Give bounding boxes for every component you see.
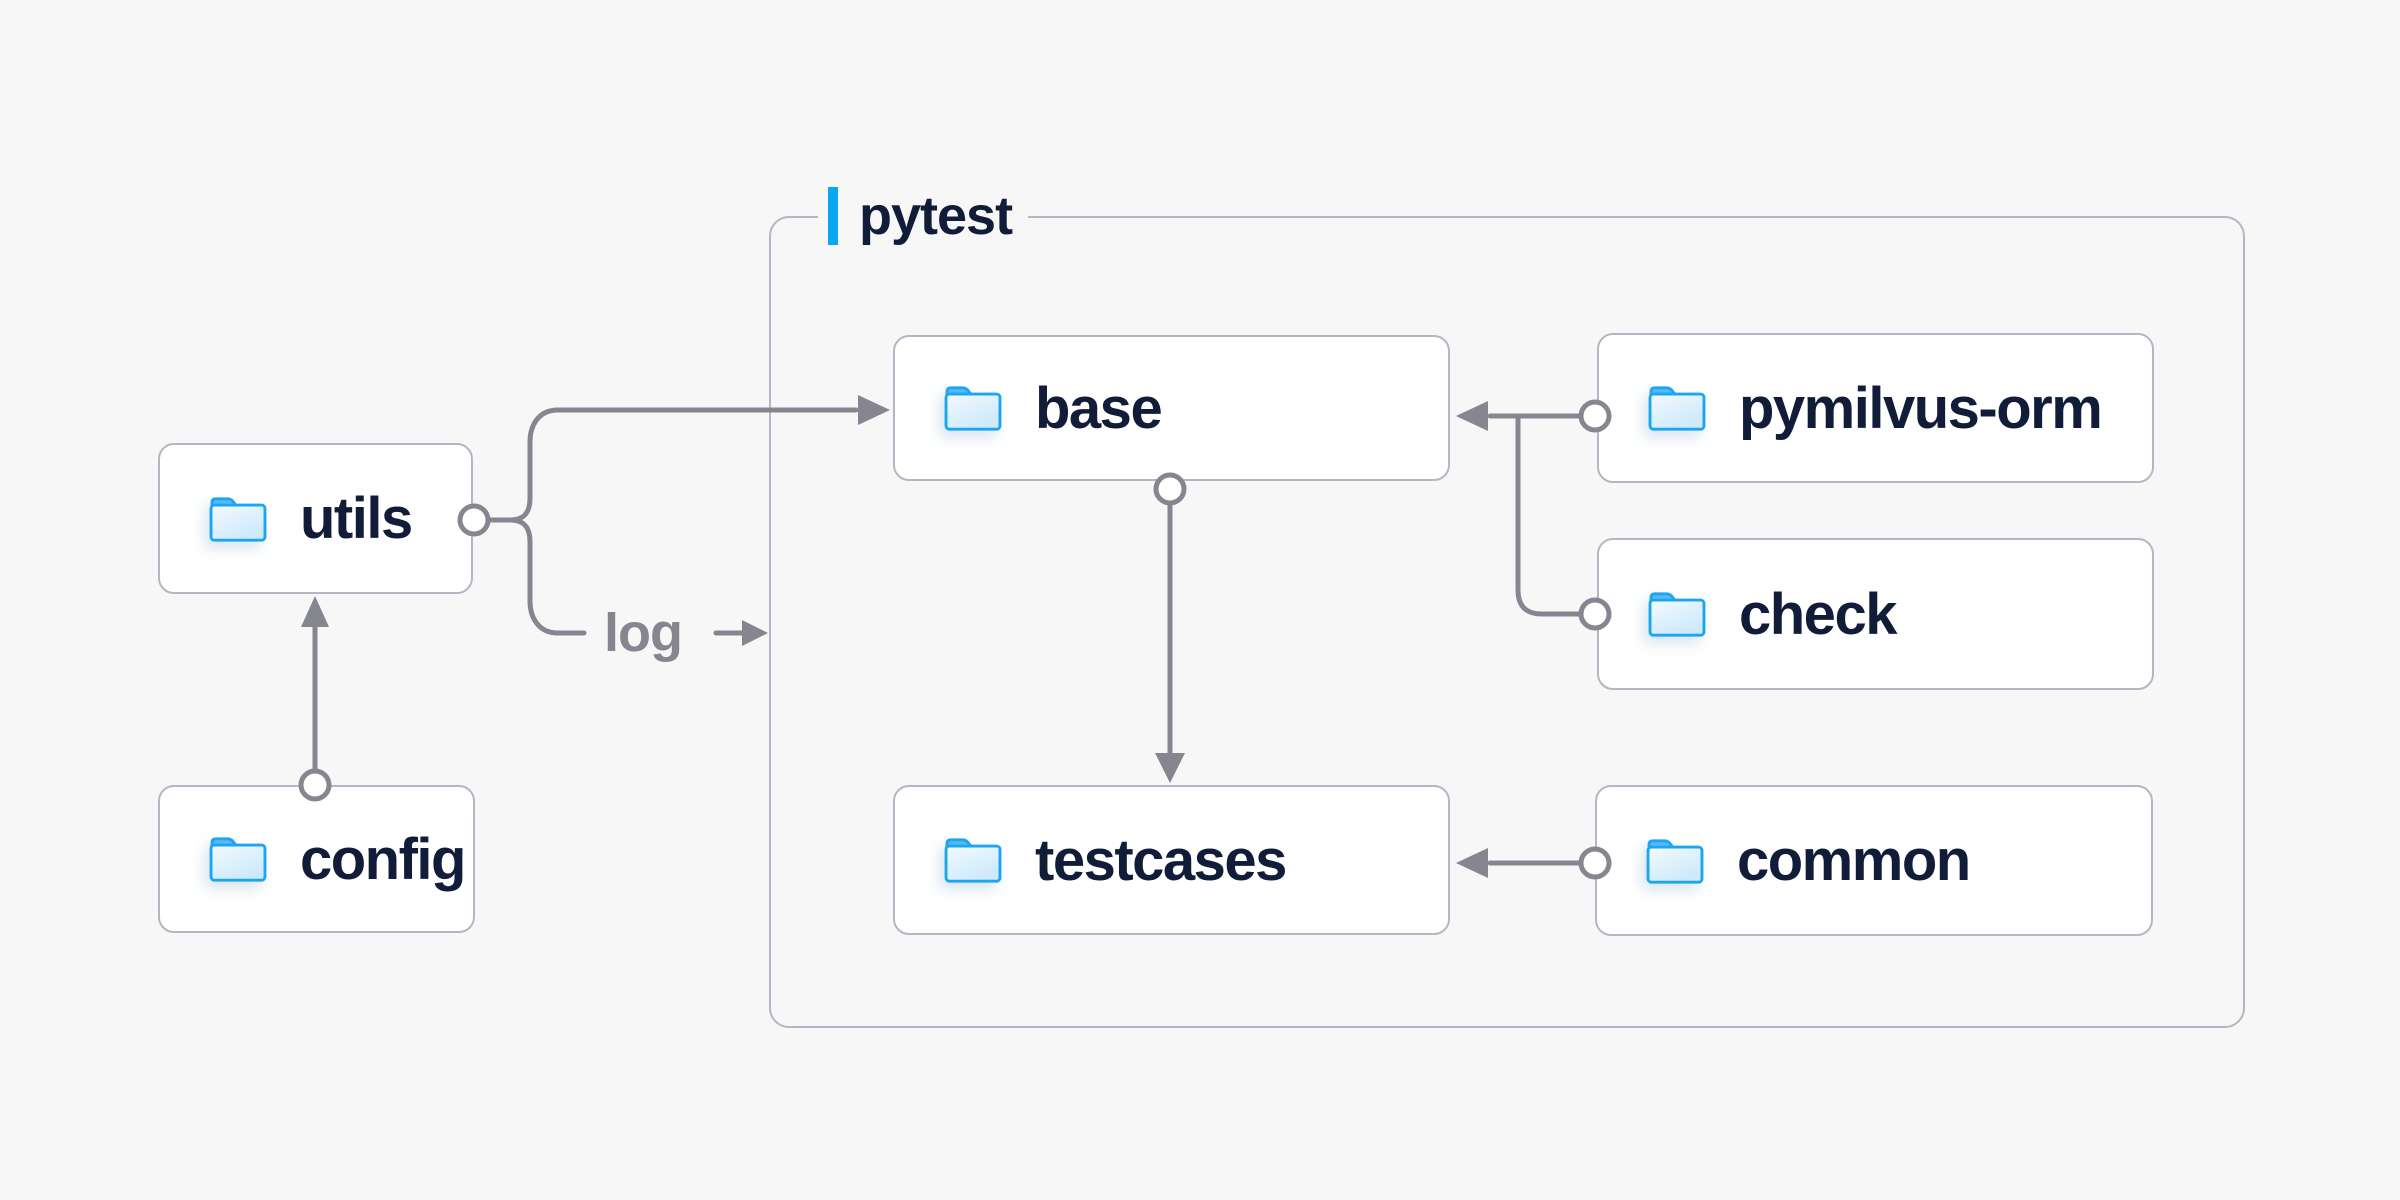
folder-icon	[1648, 386, 1706, 431]
node-label: config	[300, 826, 466, 892]
folder-icon	[944, 838, 1002, 883]
log-edge-label: log	[604, 603, 683, 663]
node-label: utils	[300, 486, 413, 551]
edge-utils-log	[507, 517, 587, 636]
accent-bar	[828, 187, 838, 245]
node-utils: utils	[158, 443, 473, 594]
pytest-group-label: pytest	[818, 182, 1029, 250]
folder-icon	[1648, 592, 1706, 637]
pytest-group-container	[769, 216, 2245, 1028]
node-pymilvus-orm: pymilvus-orm	[1597, 333, 2154, 483]
node-label: pymilvus-orm	[1739, 375, 2103, 441]
arrowhead-into-utils	[301, 596, 329, 627]
folder-icon	[209, 837, 267, 882]
folder-icon	[944, 386, 1002, 431]
node-testcases: testcases	[893, 785, 1450, 935]
folder-icon	[1646, 838, 1704, 884]
node-base: base	[893, 335, 1450, 481]
folder-icon	[209, 496, 267, 542]
group-label-text: pytest	[859, 186, 1013, 246]
node-label: base	[1035, 375, 1163, 441]
node-label: check	[1739, 581, 1897, 647]
node-config: config	[158, 785, 475, 933]
node-label: common	[1737, 828, 1971, 893]
node-common: common	[1595, 785, 2153, 936]
node-check: check	[1597, 538, 2154, 690]
node-label: testcases	[1035, 827, 1287, 893]
arrowhead-log	[742, 620, 768, 646]
